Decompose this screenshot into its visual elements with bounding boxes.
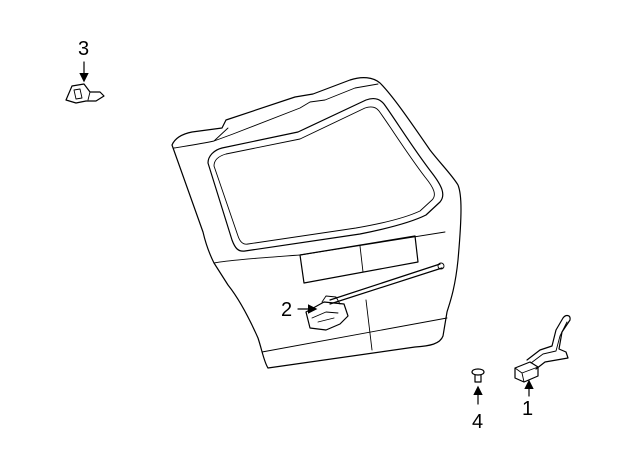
center-seam	[365, 299, 373, 351]
lower-skin-line	[213, 231, 448, 353]
bracket-body	[65, 83, 105, 104]
bolt-head	[471, 368, 485, 376]
callout-arrows	[79, 61, 534, 405]
license-plate-pocket	[299, 235, 419, 284]
liftgate-outline	[171, 77, 462, 369]
callout-1-label: 1	[522, 398, 533, 420]
callout-3-label: 3	[78, 38, 89, 60]
rear-window-inner	[213, 106, 435, 245]
spoiler-edge	[173, 83, 379, 149]
latch-part	[305, 295, 349, 331]
release-cable-part	[514, 314, 571, 383]
bolt-part	[471, 368, 485, 383]
rear-window-glass	[207, 98, 444, 252]
bolt-shank	[474, 374, 482, 383]
latch-body	[305, 301, 349, 331]
cable-tube	[526, 314, 571, 370]
license-plate-divider	[359, 245, 364, 273]
callout-4-label: 4	[472, 411, 483, 433]
callout-2-label: 2	[281, 299, 292, 321]
liftgate-assembly	[171, 77, 462, 369]
trim-rod	[329, 263, 443, 305]
bracket-part	[65, 83, 105, 104]
connector-block	[514, 361, 539, 383]
